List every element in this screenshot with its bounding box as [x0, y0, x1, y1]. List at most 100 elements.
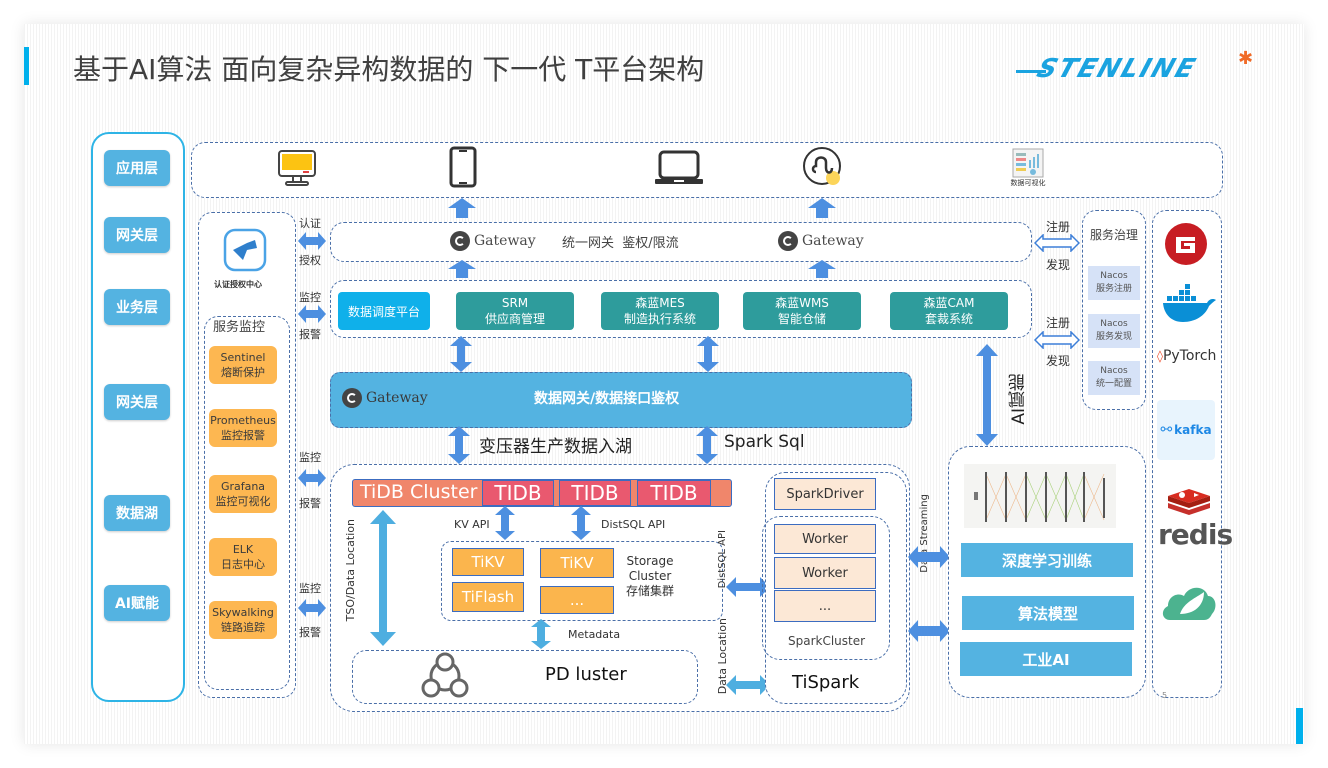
service-governance-title: 服务治理 — [1090, 228, 1139, 242]
ai-vertical-arrow-icon — [976, 344, 998, 446]
vertical-double-arrow-icon — [448, 426, 470, 464]
monitor-arrow-top-label: 监控 — [299, 451, 321, 464]
vertical-double-arrow-icon — [450, 336, 472, 372]
logo-underline — [1016, 70, 1046, 73]
register-label: 注册 — [1046, 220, 1071, 234]
vertical-double-arrow-icon — [571, 506, 591, 540]
business-item-subtitle: 套裁系统 — [924, 312, 973, 326]
double-arrow-icon — [298, 232, 326, 250]
layer-gateway[interactable]: 网关层 — [104, 217, 170, 253]
monitor-item-skywalking[interactable]: Skywalking 链路追踪 — [209, 601, 277, 639]
logo-star-icon: ✱ — [1238, 48, 1254, 69]
monitor-item-prometheus[interactable]: Prometheus 监控报警 — [209, 409, 277, 447]
layer-ai[interactable]: AI赋能 — [104, 585, 170, 621]
nacos-discovery[interactable]: Nacos 服务发现 — [1088, 314, 1140, 348]
page-number: 5 — [1162, 691, 1168, 700]
nacos-registry[interactable]: Nacos 服务注册 — [1088, 266, 1140, 300]
monitor-item-desc: 熔断保护 — [221, 366, 265, 379]
tidb-node[interactable]: TIDB — [559, 480, 631, 506]
business-item-cam[interactable]: 森蓝CAM 套裁系统 — [890, 292, 1008, 330]
storage-node-tikv[interactable]: TiKV — [540, 548, 614, 578]
kafka-logo: ⚯ kafka — [1157, 400, 1215, 460]
spring-cloud-logo-icon — [1160, 582, 1218, 622]
spark-worker[interactable]: Worker — [774, 524, 876, 554]
ai-enable-label: AI赋能 — [1009, 374, 1029, 425]
laptop-icon — [654, 150, 704, 186]
data-vis-caption: 数据可视化 — [1010, 179, 1046, 187]
app-layer-panel — [191, 142, 1223, 198]
metadata-label: Metadata — [568, 628, 621, 641]
tso-double-arrow-icon — [370, 510, 396, 646]
kv-api-label: KV API — [454, 518, 490, 531]
monitor-item-desc: 监控可视化 — [215, 495, 271, 508]
storage-node-more[interactable]: ... — [540, 586, 614, 614]
spark-driver[interactable]: SparkDriver — [774, 478, 876, 510]
business-item-title: 森蓝MES — [635, 296, 685, 310]
monitor-item-name: Prometheus — [210, 414, 276, 427]
service-monitor-title: 服务监控 — [213, 320, 266, 335]
nacos-name: Nacos — [1100, 319, 1128, 329]
spark-worker[interactable]: Worker — [774, 557, 876, 589]
redis-cube-icon — [1166, 488, 1212, 518]
nacos-name: Nacos — [1100, 271, 1128, 281]
double-arrow-icon — [908, 546, 950, 568]
monitor-arrow-bottom-label: 报警 — [299, 328, 321, 341]
business-item-title: 森蓝WMS — [775, 296, 829, 310]
nacos-config[interactable]: Nacos 统一配置 — [1088, 361, 1140, 395]
business-item-wms[interactable]: 森蓝WMS 智能仓储 — [743, 292, 861, 330]
monitor-item-sentinel[interactable]: Sentinel 熔断保护 — [209, 346, 277, 384]
business-item-subtitle: 供应商管理 — [484, 312, 545, 326]
layer-data-gateway[interactable]: 网关层 — [104, 384, 170, 420]
business-item-data-scheduling[interactable]: 数据调度平台 — [338, 292, 430, 330]
spark-sql-label: Spark Sql — [724, 432, 805, 452]
distsql-api-label: DistSQL API — [601, 518, 666, 531]
vertical-double-arrow-icon — [495, 506, 515, 540]
spark-cluster-label: SparkCluster — [788, 634, 866, 648]
title-accent-bar — [24, 47, 29, 85]
logo-text: STENLINE — [1033, 54, 1201, 84]
hollow-double-arrow-icon — [1034, 331, 1080, 349]
gateway-label: Gateway — [366, 390, 428, 406]
monitor-item-name: Grafana — [220, 480, 266, 493]
monitor-item-grafana[interactable]: Grafana 监控可视化 — [209, 475, 277, 513]
monitor-arrow-bottom-label: 报警 — [299, 626, 321, 639]
monitor-arrow-top-label: 监控 — [299, 291, 321, 304]
business-item-srm[interactable]: SRM 供应商管理 — [456, 292, 574, 330]
mobile-phone-icon — [449, 146, 477, 188]
tidb-node[interactable]: TIDB — [482, 480, 554, 506]
data-visualization-icon — [1012, 148, 1044, 178]
monitor-item-name: ELK — [232, 543, 254, 556]
double-arrow-icon — [726, 675, 770, 695]
stenline-logo: STENLINE ✱ — [1016, 48, 1256, 84]
layer-app[interactable]: 应用层 — [104, 150, 170, 186]
business-item-subtitle: 制造执行系统 — [623, 312, 696, 326]
layer-data-lake[interactable]: 数据湖 — [104, 495, 170, 531]
tidb-node[interactable]: TIDB — [637, 480, 711, 506]
ai-deep-learning[interactable]: 深度学习训练 — [961, 543, 1133, 577]
storage-node-tikv[interactable]: TiKV — [452, 548, 524, 576]
nacos-desc: 服务注册 — [1095, 284, 1132, 294]
monitor-item-elk[interactable]: ELK 日志中心 — [209, 538, 277, 576]
storage-label-line: Storage — [626, 554, 674, 568]
gateway-label: Gateway — [474, 233, 536, 249]
neural-network-image — [964, 464, 1116, 528]
spark-worker-more[interactable]: ... — [774, 590, 876, 622]
docker-logo-icon — [1161, 282, 1217, 324]
discover-label: 发现 — [1046, 354, 1071, 368]
storage-node-tiflash[interactable]: TiFlash — [452, 582, 524, 612]
data-ingest-label: 变压器生产数据入湖 — [479, 437, 632, 457]
pd-cluster-label: PD luster — [545, 664, 627, 685]
layer-business[interactable]: 业务层 — [104, 289, 170, 325]
slide: 基于AI算法 面向复杂异构数据的 下一代 T平台架构 STENLINE ✱ 应用… — [24, 24, 1304, 744]
ai-industrial[interactable]: 工业AI — [960, 642, 1132, 676]
business-item-mes[interactable]: 森蓝MES 制造执行系统 — [601, 292, 719, 330]
ai-algorithm-model[interactable]: 算法模型 — [962, 596, 1134, 630]
redis-label: redis — [1158, 518, 1233, 551]
tidb-cluster-label: TiDB Cluster — [360, 481, 478, 503]
gateway-layer-panel — [330, 222, 1032, 262]
business-item-title: SRM — [501, 296, 529, 310]
kafka-icon: ⚯ — [1160, 422, 1173, 438]
monitor-arrow-top-label: 监控 — [299, 582, 321, 595]
data-gateway-title: 数据网关/数据接口鉴权 — [534, 391, 680, 407]
up-arrow-icon — [808, 198, 836, 218]
